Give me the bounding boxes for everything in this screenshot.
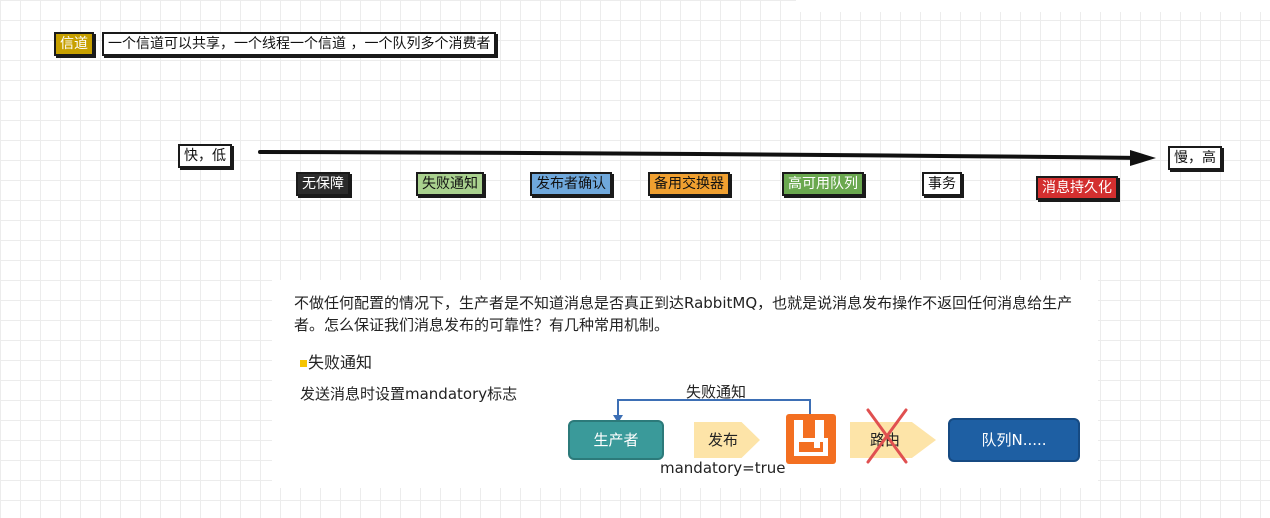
section-title: 失败通知: [308, 353, 373, 372]
section-bullet: [300, 360, 307, 367]
spectrum-left-label: 快，低: [178, 144, 232, 168]
explanation-panel: 不做任何配置的情况下，生产者是不知道消息是否真正到达RabbitMQ，也就是说消…: [272, 280, 1098, 488]
mechanism-failure-notification: 失败通知: [416, 172, 484, 196]
panel-intro: 不做任何配置的情况下，生产者是不知道消息是否真正到达RabbitMQ，也就是说消…: [294, 294, 1073, 334]
section-description: 发送消息时设置mandatory标志: [300, 385, 518, 403]
channel-description: 一个信道可以共享，一个线程一个信道 ，一个队列多个消费者: [102, 32, 497, 56]
mandatory-label: mandatory=true: [660, 459, 786, 477]
feedback-label: 失败通知: [686, 383, 747, 401]
mechanism-publisher-confirm: 发布者确认: [530, 172, 612, 196]
route-blocked-cross-icon: [866, 408, 908, 464]
producer-node: 生产者: [568, 420, 664, 460]
channel-tag: 信道: [54, 32, 94, 56]
mechanism-alternate-exchange: 备用交换器: [648, 172, 730, 196]
queue-node: 队列N.....: [948, 418, 1080, 462]
spectrum-arrow: [258, 150, 1156, 166]
mechanism-transaction: 事务: [922, 172, 962, 196]
mechanism-ha-queue: 高可用队列: [782, 172, 864, 196]
publish-label: 发布: [708, 431, 739, 449]
mechanism-message-persistence: 消息持久化: [1036, 176, 1118, 200]
mechanism-no-guarantee: 无保障: [296, 172, 350, 196]
feedback-arrow: [613, 399, 811, 423]
spectrum-right-label: 慢，高: [1168, 146, 1222, 170]
top-white-strip: [796, 0, 1270, 12]
rabbitmq-logo-icon: [786, 414, 836, 464]
